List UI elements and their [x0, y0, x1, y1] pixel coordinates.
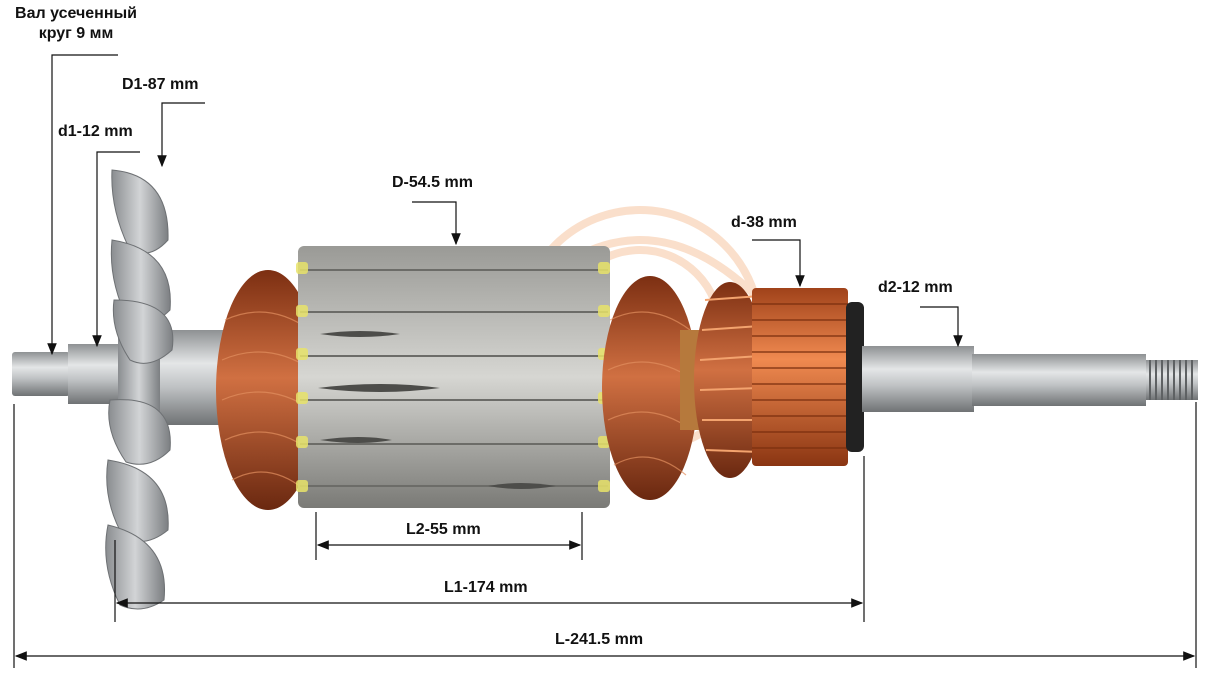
dimension-lines	[13, 54, 1197, 668]
winding-right	[602, 276, 698, 500]
L2-label: L2-55 mm	[406, 521, 481, 538]
D-label: D-54.5 mm	[392, 174, 473, 191]
commutator	[752, 288, 848, 466]
D1-label: D1-87 mm	[122, 76, 199, 93]
commutator-bars	[752, 303, 848, 449]
d2-label: d2-12 mm	[878, 279, 953, 296]
leader-d	[752, 239, 805, 288]
rotor-core	[298, 246, 610, 508]
winding-left	[216, 270, 320, 510]
shaft-left-step	[68, 344, 118, 404]
leader-d1	[92, 151, 140, 348]
shaft-cut-label-line2: круг 9 мм	[38, 25, 114, 42]
shaft-right-step	[972, 354, 1146, 406]
core-slots	[300, 269, 608, 487]
shaft-thread	[1146, 360, 1198, 400]
shaft-left-end	[12, 352, 70, 396]
commutator-ring	[846, 302, 864, 452]
fan-impeller	[105, 169, 174, 610]
shaft-cut-label: Вал усеченный круг 9 мм	[15, 4, 137, 44]
shaft-cut-label-line1: Вал усеченный	[15, 5, 137, 22]
L1-label: L1-174 mm	[444, 579, 528, 596]
core-marks	[318, 331, 556, 489]
d-label: d-38 mm	[731, 214, 797, 231]
shaft-right	[862, 346, 974, 412]
d1-label: d1-12 mm	[58, 123, 133, 140]
commutator-risers	[694, 282, 766, 478]
L-label: L-241.5 mm	[555, 631, 644, 648]
leader-D1	[157, 102, 205, 168]
leader-shaft-cut	[47, 54, 118, 356]
leader-d2	[920, 306, 963, 348]
leader-D	[412, 201, 461, 246]
